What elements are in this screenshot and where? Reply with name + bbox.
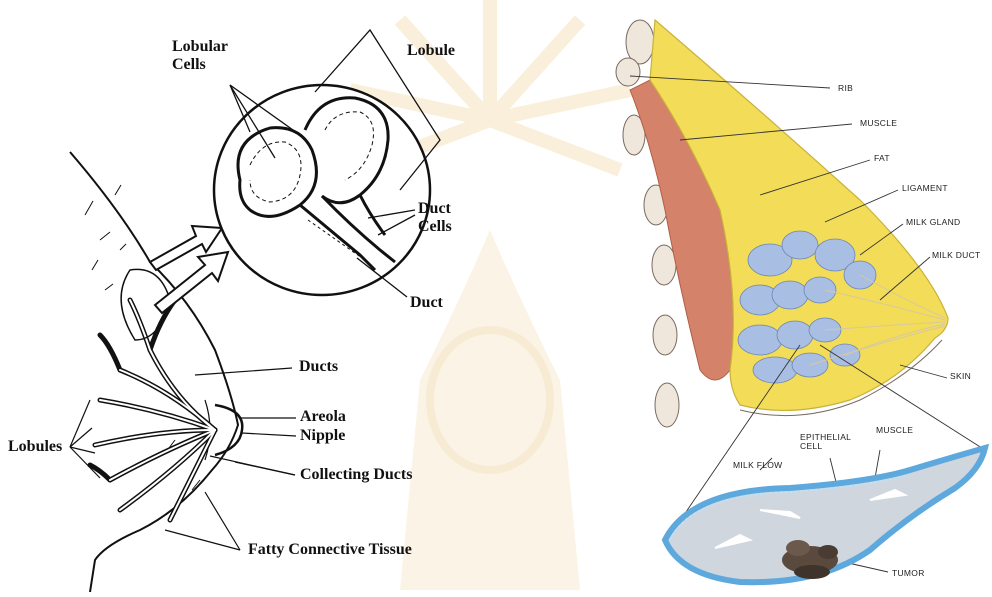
label-fatty-connective-tissue: Fatty Connective Tissue bbox=[248, 541, 412, 559]
label-duct-cells: Duct Cells bbox=[418, 200, 452, 235]
label-milk-gland: MILK GLAND bbox=[906, 218, 961, 227]
label-collecting-ducts: Collecting Ducts bbox=[300, 466, 412, 484]
label-milk-flow: MILK FLOW bbox=[733, 461, 782, 470]
label-duct: Duct bbox=[410, 294, 443, 312]
label-duct-cells-line1: Duct bbox=[418, 200, 452, 218]
label-muscle: MUSCLE bbox=[860, 119, 897, 128]
label-duct-cells-line2: Cells bbox=[418, 218, 452, 236]
label-ligament: LIGAMENT bbox=[902, 184, 948, 193]
duct-inset bbox=[665, 448, 985, 582]
label-lobules: Lobules bbox=[8, 438, 62, 456]
label-milk-duct: MILK DUCT bbox=[932, 251, 981, 260]
watermark-seal bbox=[350, 0, 630, 590]
label-nipple: Nipple bbox=[300, 427, 345, 445]
label-lobular-cells-line2: Cells bbox=[172, 56, 228, 74]
label-fat: FAT bbox=[874, 154, 890, 163]
label-inset-muscle: MUSCLE bbox=[876, 426, 913, 435]
left-breast-diagram bbox=[70, 152, 242, 592]
breast-outline bbox=[70, 152, 238, 592]
right-breast-anatomy bbox=[616, 20, 985, 582]
zoom-arrows bbox=[150, 226, 228, 313]
label-rib: RIB bbox=[838, 84, 853, 93]
label-ducts: Ducts bbox=[299, 358, 338, 376]
label-lobular-cells: Lobular Cells bbox=[172, 38, 228, 73]
label-epithelial-cell-line2: CELL bbox=[800, 442, 851, 451]
label-lobular-cells-line1: Lobular bbox=[172, 38, 228, 56]
label-epithelial-cell: EPITHELIAL CELL bbox=[800, 433, 851, 451]
label-lobule: Lobule bbox=[407, 42, 455, 60]
label-tumor: TUMOR bbox=[892, 569, 925, 578]
label-skin: SKIN bbox=[950, 372, 971, 381]
label-areola: Areola bbox=[300, 408, 346, 426]
lobule-inset bbox=[214, 30, 440, 297]
